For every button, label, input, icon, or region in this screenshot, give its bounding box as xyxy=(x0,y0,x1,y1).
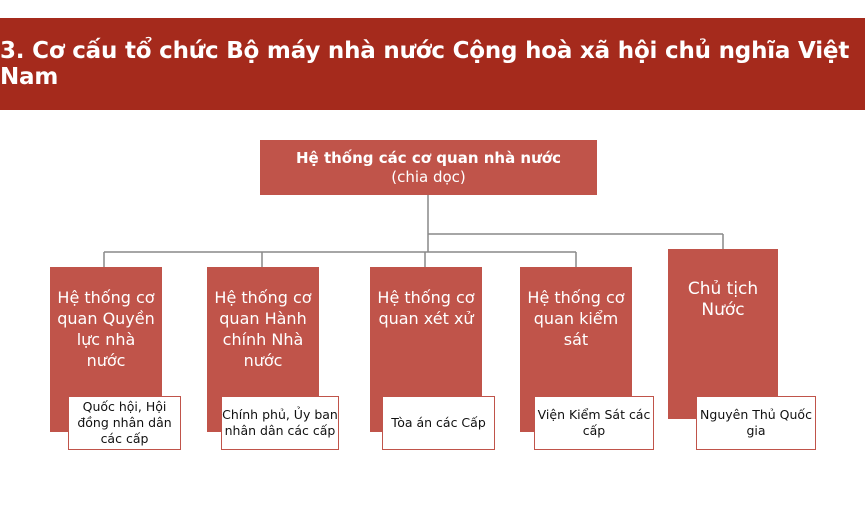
branch-label-text: Chính phủ, Ủy ban nhân dân các cấp xyxy=(222,407,338,438)
branch-title: Hệ thống cơ quan Hành chính Nhà nước xyxy=(214,288,312,370)
branch-title: Hệ thống cơ quan kiểm sát xyxy=(527,288,625,349)
branch-title: Hệ thống cơ quan Quyền lực nhà nước xyxy=(57,288,155,370)
branch-label-executive: Chính phủ, Ủy ban nhân dân các cấp xyxy=(221,396,339,450)
branch-node-president: Chủ tịch Nước xyxy=(668,249,778,419)
page-title: 3. Cơ cấu tổ chức Bộ máy nhà nước Cộng h… xyxy=(0,38,850,90)
branch-label-text: Viện Kiểm Sát các cấp xyxy=(537,407,651,438)
root-node: Hệ thống các cơ quan nhà nước (chia dọc) xyxy=(260,140,597,195)
branch-title: Chủ tịch Nước xyxy=(687,279,759,320)
root-subtitle: (chia dọc) xyxy=(391,167,466,186)
root-title: Hệ thống các cơ quan nhà nước xyxy=(296,148,561,167)
branch-label-judicial: Tòa án các Cấp xyxy=(382,396,495,450)
branch-label-text: Tòa án các Cấp xyxy=(391,415,486,430)
title-banner: 3. Cơ cấu tổ chức Bộ máy nhà nước Cộng h… xyxy=(0,18,865,110)
branch-label-text: Quốc hội, Hội đồng nhân dân các cấp xyxy=(77,399,172,446)
branch-label-president: Nguyên Thủ Quốc gia xyxy=(696,396,816,450)
branch-label-legislative: Quốc hội, Hội đồng nhân dân các cấp xyxy=(68,396,181,450)
branch-label-text: Nguyên Thủ Quốc gia xyxy=(700,407,812,438)
branch-title: Hệ thống cơ quan xét xử xyxy=(377,288,475,328)
branch-label-procuracy: Viện Kiểm Sát các cấp xyxy=(534,396,654,450)
